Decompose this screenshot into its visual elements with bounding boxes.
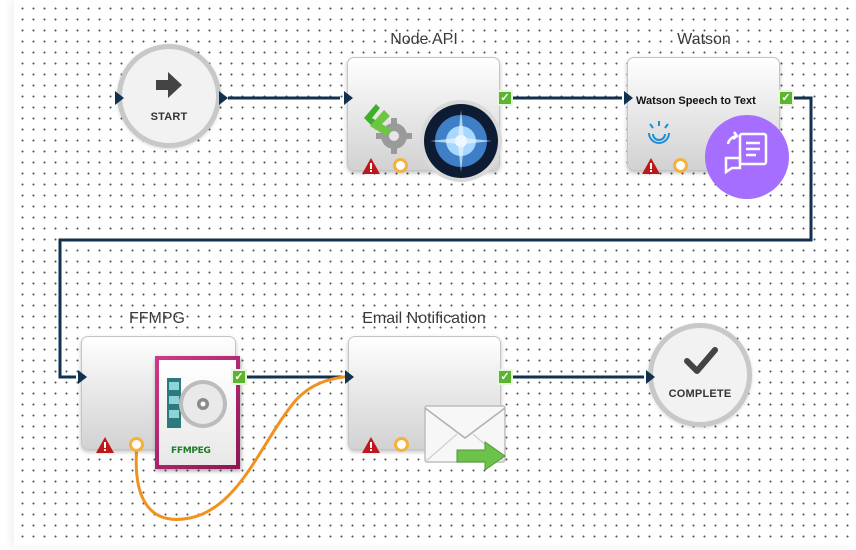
node-api-error-port[interactable] <box>393 158 408 173</box>
ffmpg-input-port[interactable] <box>78 370 87 384</box>
email-success-port[interactable]: ✓ <box>497 369 513 385</box>
ffmpg-error-port[interactable] <box>129 437 144 452</box>
speech-to-text-icon <box>705 115 789 199</box>
watson-title: Watson <box>677 31 731 48</box>
watson-error-port[interactable] <box>673 158 688 173</box>
ffmpg-title: FFMPG <box>129 310 185 327</box>
node-api-warning-icon[interactable] <box>361 157 381 175</box>
node-api-input-port[interactable] <box>344 91 353 105</box>
email-send-icon <box>424 405 506 470</box>
watson-input-port[interactable] <box>624 91 633 105</box>
ffmpg-success-port[interactable]: ✓ <box>231 369 247 385</box>
watson-warning-icon[interactable] <box>641 157 661 175</box>
complete-input-port[interactable] <box>646 370 655 384</box>
ffmpeg-icon-text: FFMPEG <box>171 446 211 456</box>
start-output-port[interactable] <box>219 91 228 105</box>
complete-label: COMPLETE <box>668 388 732 400</box>
node-api-success-port[interactable]: ✓ <box>497 90 513 106</box>
start-label: START <box>150 111 188 123</box>
arrow-right-icon <box>156 72 182 98</box>
complete-node[interactable]: COMPLETE <box>648 323 752 427</box>
start-input-port[interactable] <box>115 91 124 105</box>
ibm-watson-logo-icon <box>648 121 670 144</box>
node-api-logo-icon <box>420 100 502 182</box>
watson-success-port[interactable]: ✓ <box>778 90 794 106</box>
checkmark-icon <box>684 347 718 374</box>
ffmpg-warning-icon[interactable] <box>95 436 115 454</box>
email-title: Email Notification <box>362 310 486 327</box>
ffmpeg-icon: FFMPEG <box>155 356 240 469</box>
watson-service-label: Watson Speech to Text <box>636 95 756 107</box>
gear-icon <box>364 104 412 154</box>
start-node[interactable]: START <box>117 44 221 148</box>
email-error-port[interactable] <box>394 437 409 452</box>
email-warning-icon[interactable] <box>361 436 381 454</box>
email-input-port[interactable] <box>345 370 354 384</box>
node-api-title: Node API <box>390 31 458 48</box>
